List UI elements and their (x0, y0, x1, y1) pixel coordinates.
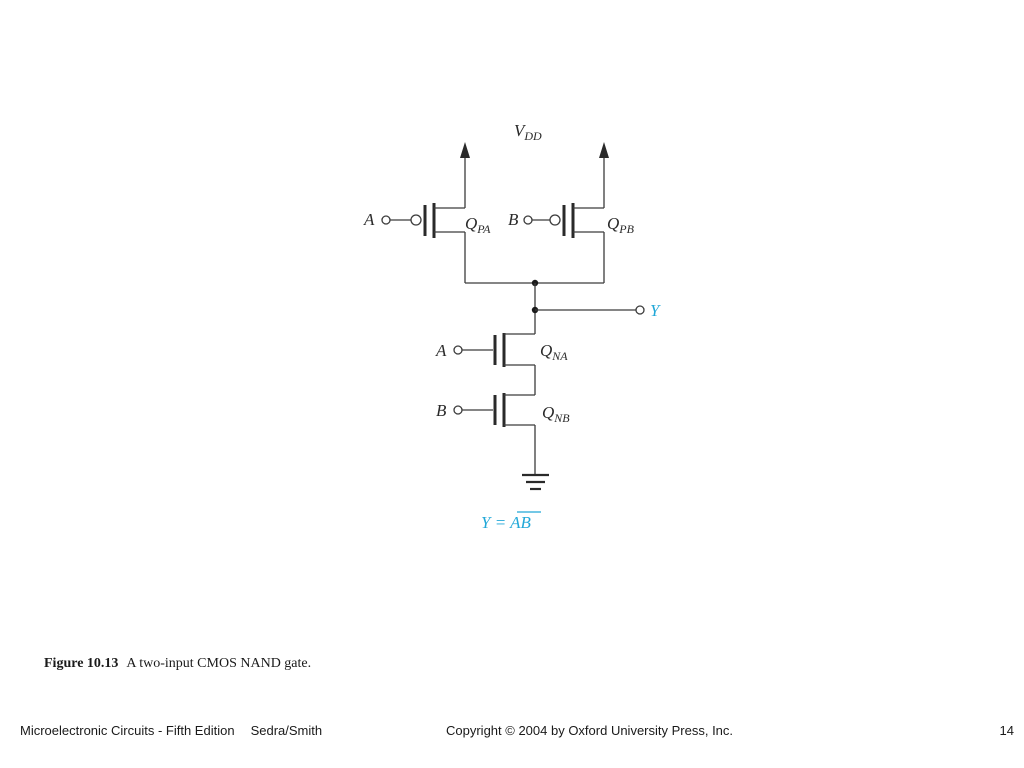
pmos-bubble-icon (549, 214, 561, 226)
vdd-label: VDD (514, 121, 542, 143)
output-terminal (635, 305, 645, 315)
transistor-label-qpb: QPB (607, 214, 635, 236)
nmos-transistor-qnb (453, 393, 536, 474)
figure-caption-text: A two-input CMOS NAND gate. (126, 656, 312, 671)
vdd-arrow-left (460, 142, 470, 208)
ground-icon (522, 473, 549, 491)
input-terminal-b-top (523, 215, 533, 225)
vdd-arrow-right (599, 142, 609, 208)
input-label-b-bottom: B (436, 401, 447, 420)
footer-copyright: Copyright © 2004 by Oxford University Pr… (446, 723, 734, 738)
transistor-label-qpa: QPA (465, 214, 491, 236)
input-terminal-b-bottom (453, 405, 463, 415)
footer-book-info: Microelectronic Circuits - Fifth Edition… (20, 723, 322, 738)
footer-book-title: Microelectronic Circuits - Fifth Edition (20, 723, 235, 738)
input-label-a-top: A (363, 210, 375, 229)
input-label-b-top: B (508, 210, 519, 229)
footer-authors: Sedra/Smith (250, 723, 323, 738)
transistor-label-qna: QNA (540, 341, 568, 363)
nmos-transistor-qna (453, 333, 536, 395)
input-terminal-a-bottom (453, 345, 463, 355)
output-equation: Y = AB (481, 513, 532, 532)
figure-number: Figure 10.13 (44, 656, 119, 671)
transistor-label-qnb: QNB (542, 403, 570, 425)
input-label-a-bottom: A (435, 341, 447, 360)
footer-page-number: 14 (999, 723, 1014, 738)
figure-caption: Figure 10.13 A two-input CMOS NAND gate. (44, 656, 311, 672)
pmos-bubble-icon (410, 214, 422, 226)
input-terminal-a-top (381, 215, 391, 225)
output-label-y: Y (650, 301, 661, 320)
pmos-transistor-qpa (381, 203, 466, 283)
overline-term: AB (509, 513, 531, 532)
pmos-transistor-qpb (523, 203, 605, 283)
